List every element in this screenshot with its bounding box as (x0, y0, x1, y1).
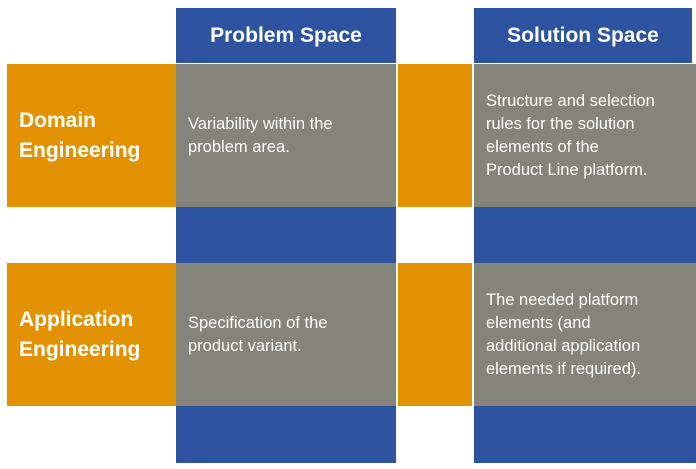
solution-space-header: Solution Space (474, 8, 692, 63)
problem-column-connector-bar-bottom (176, 406, 396, 463)
domain-row-connector (398, 64, 472, 207)
application-solution-cell: The needed platform elements (and additi… (474, 263, 696, 406)
domain-solution-cell: Structure and selection rules for the so… (474, 64, 696, 207)
problem-column-connector-bar-top (176, 207, 396, 263)
solution-column-connector-bar-top (474, 207, 696, 263)
application-row-connector (398, 263, 472, 406)
application-problem-cell: Specification of the product variant. (176, 263, 396, 406)
solution-column-connector-bar-bottom (474, 406, 696, 463)
domain-problem-cell: Variability within the problem area. (176, 64, 396, 207)
domain-engineering-label: Domain Engineering (7, 64, 176, 207)
application-engineering-label: Application Engineering (7, 263, 176, 406)
problem-space-header: Problem Space (176, 8, 396, 63)
